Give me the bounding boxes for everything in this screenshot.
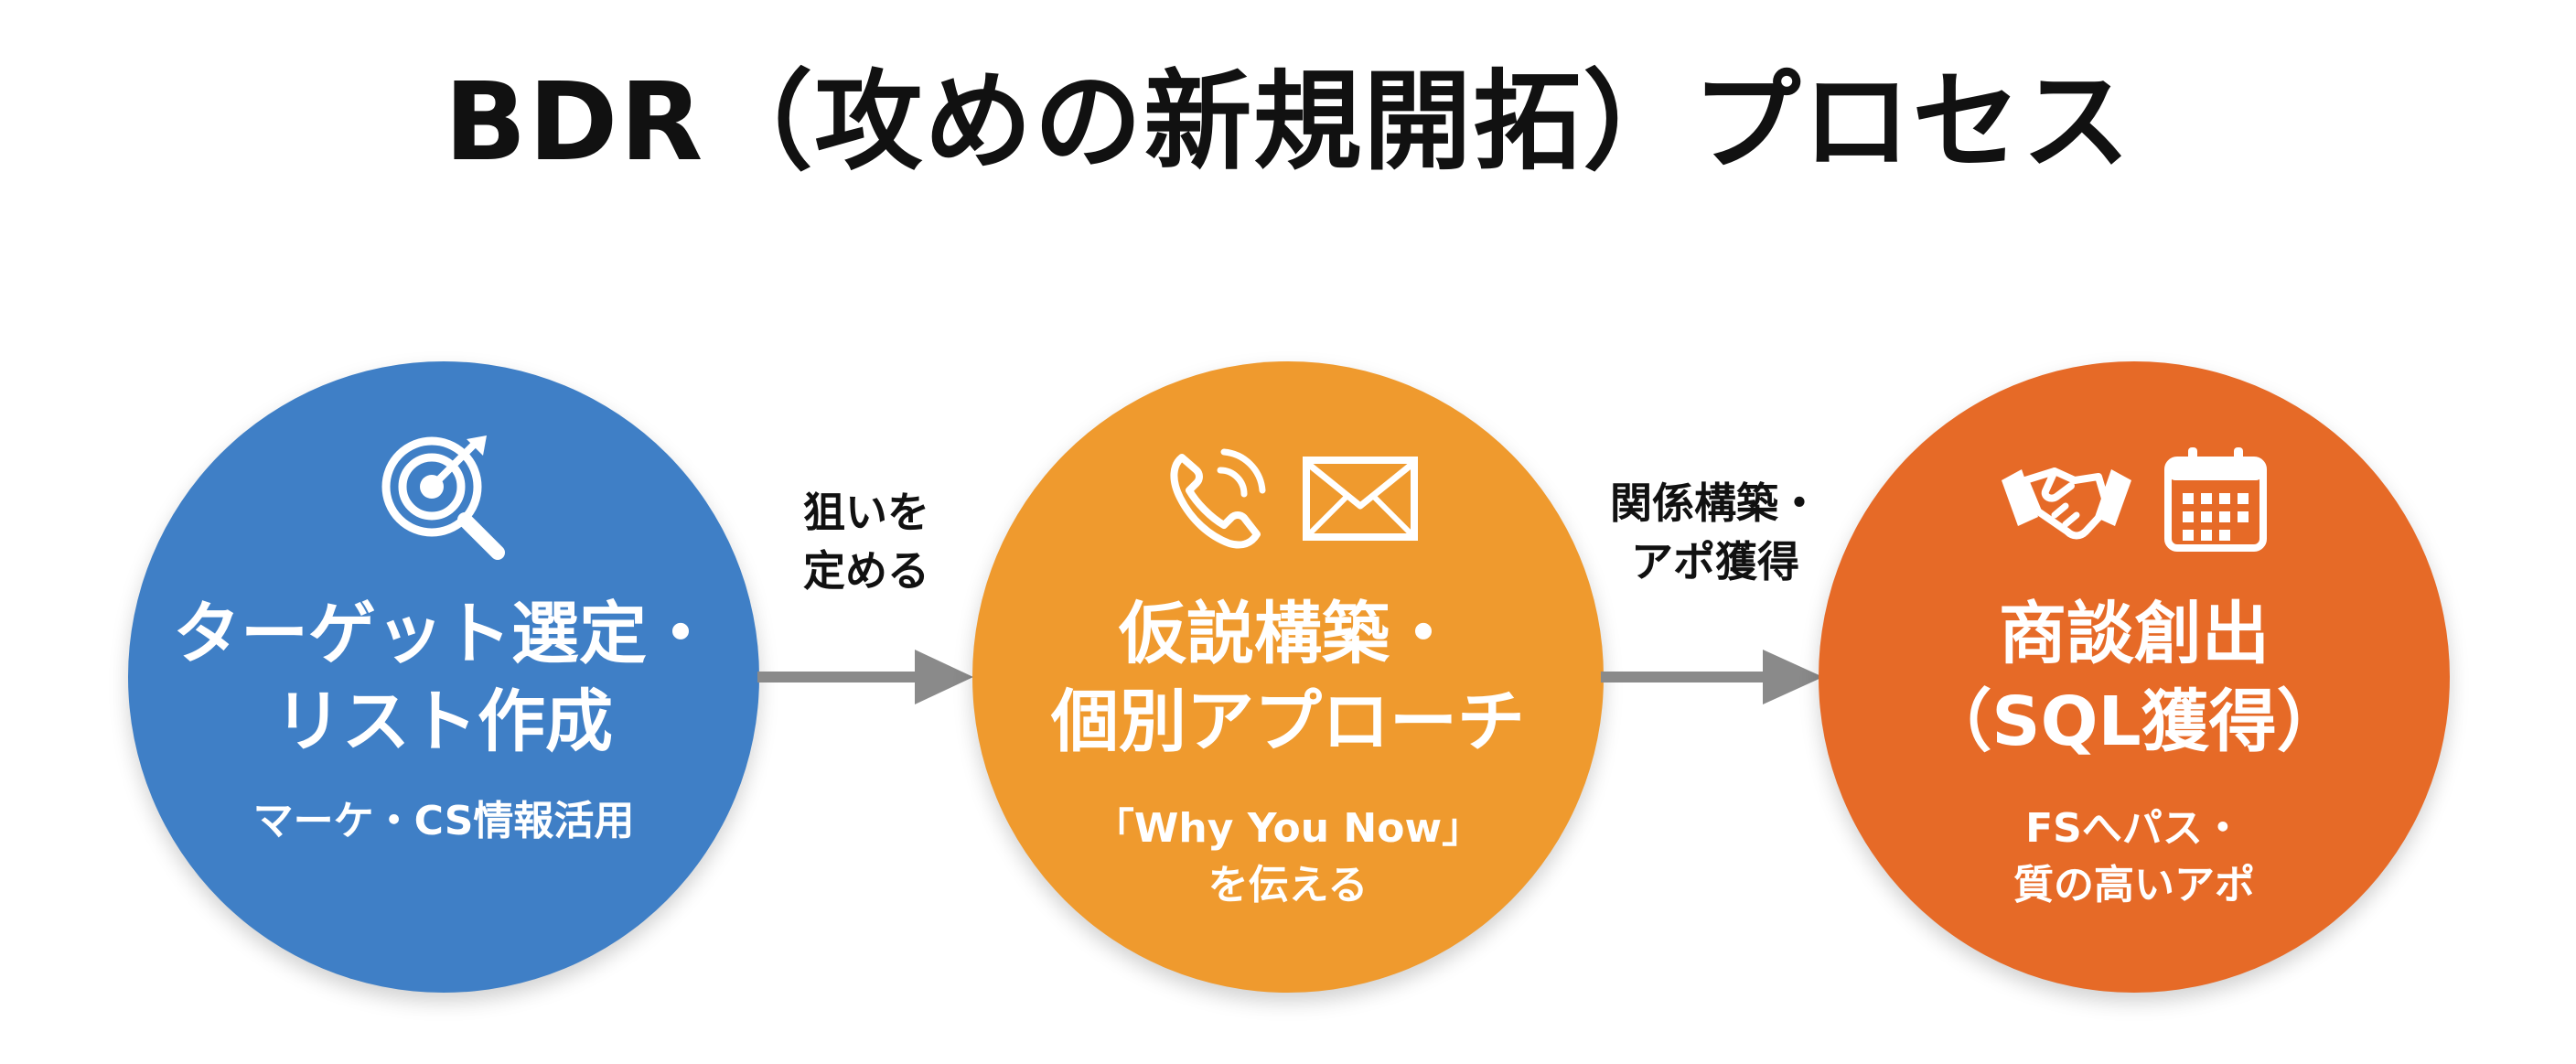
step-2-subtitle: 「Why You Now」 を伝える: [972, 801, 1604, 914]
step-1-icons: [128, 425, 759, 572]
step-2-title-line-2: 個別アプローチ: [1051, 682, 1525, 761]
arrow-1-label: 狙いを 定める: [757, 483, 975, 600]
step-3-circle: 商談創出 （SQL獲得） FSへパス・ 質の高いアポ: [1819, 361, 2450, 993]
calendar-icon: [2164, 447, 2267, 552]
step-2-circle: 仮説構築・ 個別アプローチ 「Why You Now」 を伝える: [972, 361, 1604, 993]
arrow-1-label-line-1: 狙いを: [803, 488, 929, 537]
step-1-subtitle-line-1: マーケ・CS情報活用: [252, 798, 635, 844]
handshake-icon: [2002, 468, 2131, 540]
step-3-subtitle-line-2: 質の高いアポ: [2013, 862, 2255, 908]
step-2-title: 仮説構築・ 個別アプローチ: [972, 590, 1604, 766]
arrow-2: [1601, 650, 1823, 704]
arrow-2-label-line-1: 関係構築・: [1610, 478, 1820, 528]
step-3-title: 商談創出 （SQL獲得）: [1819, 590, 2450, 766]
mail-icon: [1303, 457, 1418, 541]
page-title: BDR（攻めの新規開拓）プロセス: [444, 59, 2132, 185]
step-2-icons: [972, 425, 1604, 572]
arrow-1: [757, 650, 973, 704]
step-1-title: ターゲット選定・ リスト作成: [128, 590, 759, 766]
step-3-subtitle: FSへパス・ 質の高いアポ: [1819, 801, 2450, 914]
step-3-title-line-1: 商談創出: [1999, 595, 2270, 673]
step-1-title-line-2: リスト作成: [274, 682, 613, 761]
step-3-title-line-2: （SQL獲得）: [1924, 682, 2345, 761]
step-1-subtitle: マーケ・CS情報活用: [128, 793, 759, 850]
arrow-2-label: 関係構築・ アポ獲得: [1592, 474, 1839, 591]
step-1-circle: ターゲット選定・ リスト作成 マーケ・CS情報活用: [128, 361, 759, 993]
step-2-subtitle-line-1: 「Why You Now」: [1093, 805, 1483, 852]
step-1-title-line-1: ターゲット選定・: [173, 595, 714, 673]
target-search-icon: [381, 435, 505, 560]
step-3-icons: [1819, 425, 2450, 572]
phone-icon: [1170, 448, 1266, 549]
arrow-2-label-line-2: アポ獲得: [1631, 537, 1799, 586]
step-2-subtitle-line-2: を伝える: [1208, 862, 1368, 908]
arrow-1-label-line-2: 定める: [803, 546, 929, 596]
step-3-subtitle-line-1: FSへパス・: [2025, 805, 2243, 852]
step-2-title-line-1: 仮説構築・: [1119, 595, 1457, 673]
